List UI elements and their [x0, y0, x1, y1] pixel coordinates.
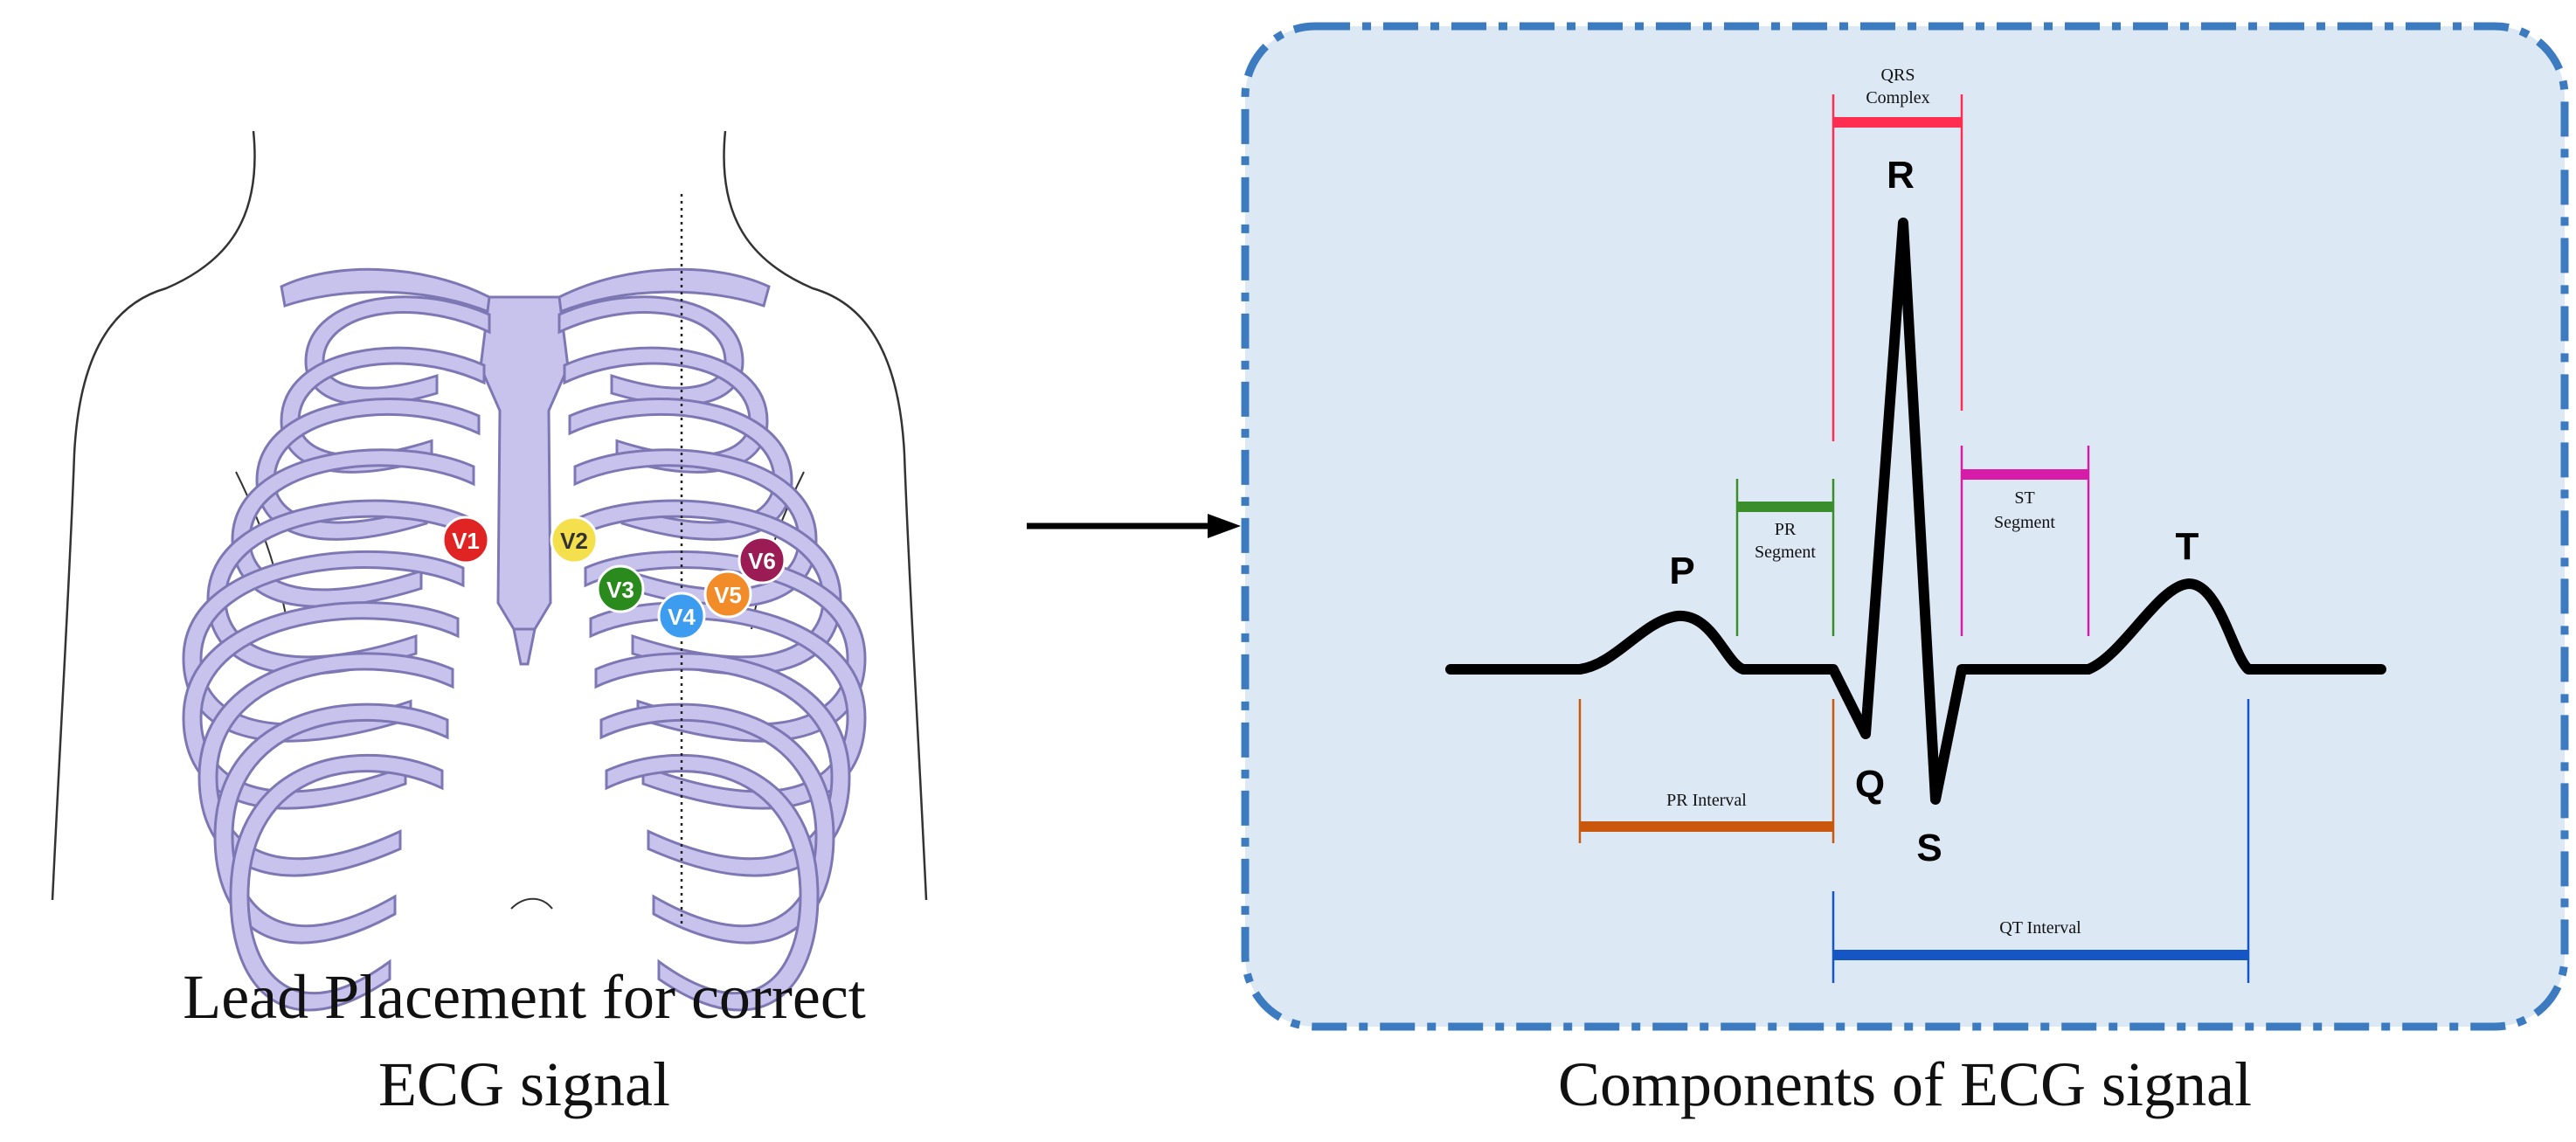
- wave-label-r: R: [1887, 154, 1915, 197]
- lead-v5-label: V5: [714, 582, 742, 608]
- caption-left-line1: Lead Placement for correct: [183, 962, 866, 1032]
- rib-right-9: [599, 703, 835, 945]
- st-segment-label-line2: Segment: [1994, 513, 2055, 532]
- rib-right-10: [605, 753, 820, 1012]
- rib-left-3: [255, 397, 481, 541]
- pr-segment-label-line2: Segment: [1755, 543, 1816, 562]
- rib-left-1: [304, 295, 491, 406]
- qrs-label-line1: QRS: [1881, 66, 1915, 85]
- wave-label-t: T: [2176, 525, 2199, 568]
- caption-left-line2: ECG signal: [378, 1049, 670, 1119]
- wave-label-p: P: [1669, 550, 1694, 592]
- rib-left-8: [197, 652, 454, 877]
- wave-label-q: Q: [1855, 763, 1885, 806]
- caption-right: Components of ECG signal: [1558, 1049, 2252, 1119]
- rib-right-1: [557, 295, 744, 406]
- lead-v5: V5: [703, 570, 752, 619]
- lead-v2-label: V2: [560, 528, 588, 554]
- ecg-panel: [1241, 22, 2569, 1031]
- rib-right-8: [594, 652, 851, 877]
- lead-v1-label: V1: [452, 528, 480, 554]
- rib-cage: [280, 267, 771, 666]
- lead-v6: V6: [737, 536, 786, 585]
- lead-v4: V4: [657, 592, 706, 640]
- ribs-right: [557, 295, 867, 1012]
- interval-bars: [1580, 117, 2248, 960]
- lead-v4-label: V4: [668, 604, 696, 630]
- rib-left-9: [213, 703, 449, 945]
- wave-label-s: S: [1916, 827, 1942, 869]
- lead-electrodes: V1 V2 V3 V4 V5 V6: [441, 516, 786, 640]
- lead-v3: V3: [596, 564, 645, 613]
- rib-left-10: [229, 753, 444, 1012]
- flow-arrow: [1027, 514, 1241, 538]
- rib-left-4: [231, 448, 475, 608]
- st-segment-label-line1: ST: [2014, 488, 2034, 508]
- ecg-waveform: [1445, 218, 2386, 805]
- rib-right-5: [578, 499, 842, 675]
- rib-left-7: [182, 601, 460, 810]
- lead-v3-label: V3: [606, 577, 634, 603]
- lead-v1: V1: [441, 516, 490, 564]
- rib-right-7: [589, 601, 867, 810]
- pr-interval-label: PR Interval: [1666, 791, 1747, 810]
- rib-left-5: [206, 499, 470, 675]
- qt-interval-label: QT Interval: [1999, 918, 2081, 938]
- lead-v2: V2: [550, 516, 599, 564]
- rib-right-3: [568, 397, 793, 541]
- pr-segment-label-line1: PR: [1775, 520, 1797, 539]
- ribs-left: [182, 295, 491, 1012]
- qrs-label-line2: Complex: [1866, 88, 1929, 107]
- lead-v6-label: V6: [748, 548, 776, 574]
